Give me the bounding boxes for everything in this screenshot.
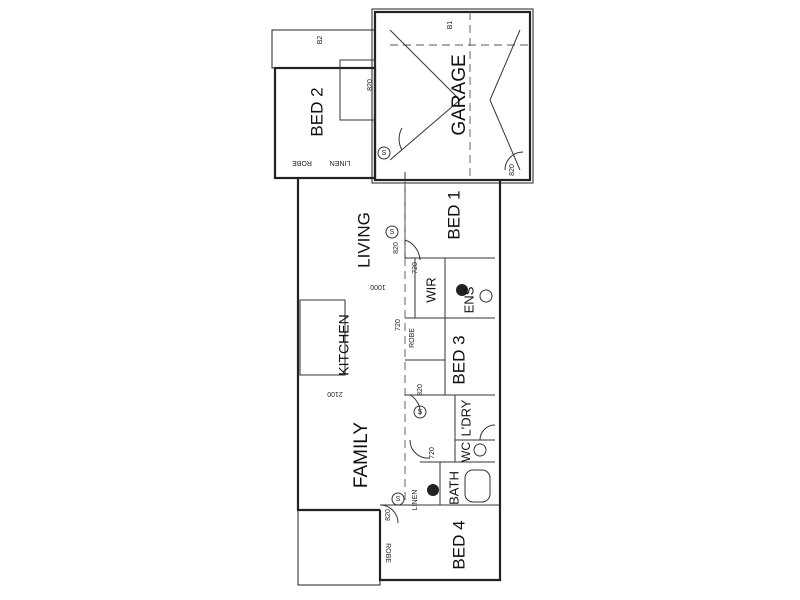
annotations: 1000 2100 B1 B2 820 820 820 720 720 820 … — [317, 21, 516, 521]
dimension-family: 2100 — [327, 390, 343, 397]
smoke-alarm-label: S — [390, 229, 395, 236]
door-size: 820 — [367, 79, 374, 91]
room-laundry: L'DRY — [458, 399, 473, 436]
room-living: LIVING — [354, 212, 373, 268]
room-bed4: BED 4 — [449, 520, 468, 569]
room-kitchen: KITCHEN — [336, 314, 352, 375]
label-robe-bed4: ROBE — [384, 543, 391, 563]
dimension-living: 1000 — [370, 283, 386, 290]
room-family: FAMILY — [351, 422, 372, 488]
smoke-alarm-label: S — [418, 409, 423, 416]
room-wc: WC — [459, 442, 473, 462]
door-size: 820 — [393, 242, 400, 254]
room-bed1: BED 1 — [444, 190, 463, 239]
label-b2: B2 — [317, 36, 324, 45]
room-wir: WIR — [423, 277, 438, 302]
walls — [271, 8, 534, 586]
label-linen-bottom: LINEN — [412, 490, 419, 511]
room-bath: BATH — [446, 471, 461, 505]
label-robe-bed2: ROBE — [292, 159, 312, 166]
door-size: 720 — [412, 262, 419, 274]
room-bed2: BED 2 — [307, 87, 326, 136]
door-size: 820 — [417, 384, 424, 396]
label-b1: B1 — [447, 21, 454, 30]
label-robe-bed3: ROBE — [409, 328, 416, 348]
door-size: 820 — [509, 164, 516, 176]
room-bed3: BED 3 — [449, 335, 468, 384]
smoke-alarm-icon — [413, 405, 427, 419]
room-garage: GARAGE — [449, 54, 470, 135]
smoke-alarm-icon — [377, 146, 391, 160]
exhaust-fan-icon — [456, 284, 468, 296]
door-size: 820 — [385, 509, 392, 521]
smoke-alarm-label: S — [382, 150, 387, 157]
smoke-alarm-icon — [391, 492, 405, 506]
smoke-alarm-label: S — [396, 496, 401, 503]
door-size: 720 — [429, 447, 436, 459]
door-size: 720 — [395, 319, 402, 331]
room-labels: BED 2 GARAGE BED 1 LIVING WIR ENS KITCHE… — [292, 54, 477, 569]
room-ens: ENS — [461, 286, 476, 313]
exhaust-fan-icon — [427, 484, 439, 496]
smoke-alarm-icon — [385, 225, 399, 239]
label-linen-top: LINEN — [330, 159, 351, 166]
